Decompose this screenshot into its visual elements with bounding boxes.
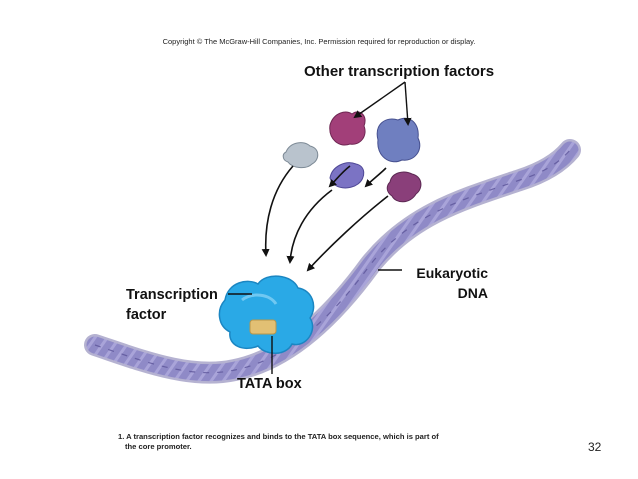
factor-magenta bbox=[329, 111, 366, 146]
caption-line1: 1. A transcription factor recognizes and… bbox=[118, 432, 439, 441]
copyright-notice: Copyright © The McGraw-Hill Companies, I… bbox=[162, 37, 476, 46]
factor-gray bbox=[282, 142, 319, 169]
binding-arrows bbox=[261, 165, 389, 272]
dna-label-line1: Eukaryotic bbox=[416, 265, 488, 281]
tf-label-line2: factor bbox=[126, 307, 167, 323]
transcription-factor-label: Transcription factor bbox=[126, 285, 218, 325]
label-pointer-lines bbox=[353, 81, 412, 126]
page-number: 32 bbox=[588, 440, 602, 454]
factor-violet bbox=[329, 162, 365, 189]
label-leader-lines bbox=[228, 269, 402, 374]
factor-blue-large bbox=[376, 117, 421, 163]
caption-line2: the core promoter. bbox=[125, 442, 192, 451]
other-transcription-factors-label: Other transcription factors bbox=[304, 63, 495, 80]
dna-label-line2: DNA bbox=[457, 285, 488, 301]
eukaryotic-dna-label: Eukaryotic DNA bbox=[388, 263, 488, 303]
figure-caption: 1. A transcription factor recognizes and… bbox=[118, 432, 498, 452]
bound-transcription-factor bbox=[218, 275, 315, 354]
tata-box bbox=[249, 319, 277, 335]
factor-plum bbox=[386, 171, 422, 203]
tata-box-label: TATA box bbox=[237, 376, 302, 392]
tf-label-line1: Transcription bbox=[126, 287, 218, 303]
dna-strand bbox=[84, 139, 581, 384]
